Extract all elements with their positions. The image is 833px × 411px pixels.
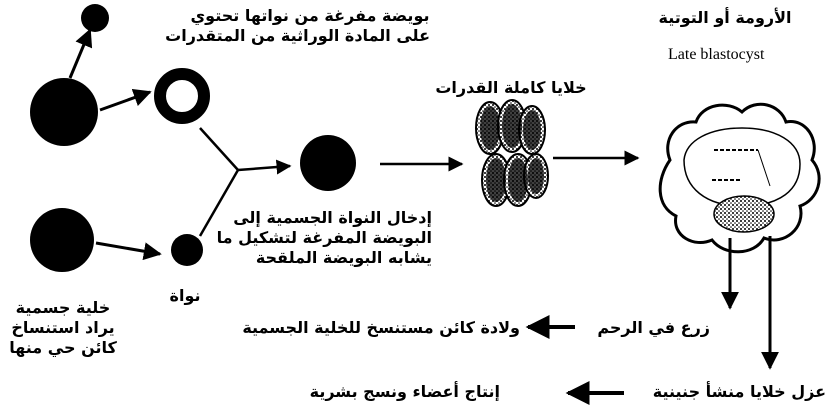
nucleus-transfer-line1: إدخال النواة الجسمية إلى: [233, 208, 432, 227]
label-nucleus: نواة: [169, 286, 201, 305]
blastocyst: [658, 102, 821, 254]
enucleated-egg-line2: على المادة الوراثية من المتقدرات: [165, 26, 430, 45]
nucleus-transfer-line2: البويضة المفرغة لتشكيل ما: [216, 228, 432, 247]
label-enucleated-egg: بويضة مفرغة من نواتها تحتوي على المادة ا…: [165, 6, 430, 46]
enucleated-egg-line1: بويضة مفرغة من نواتها تحتوي: [190, 6, 430, 25]
nucleus: [171, 234, 203, 266]
nucleus-transfer-line3: يشابه البويضة الملقحة: [255, 248, 432, 267]
reconstructed-egg: [300, 135, 356, 191]
arrow-to-zygote: [237, 159, 292, 175]
enucleated-egg: [154, 68, 210, 124]
donor-cell-top: [30, 78, 98, 146]
label-somatic-cell: خلية جسمية يراد استنساخ كائن حي منها: [8, 298, 118, 358]
merge-line-bottom: [198, 169, 240, 237]
merge-line-top: [199, 127, 239, 171]
label-birth-clone: ولادة كائن مستنسخ للخلية الجسمية: [242, 318, 520, 337]
arrow-up-small: [68, 28, 93, 79]
arrow-to-egg: [99, 89, 152, 112]
label-produce-organs: إنتاج أعضاء ونسج بشرية: [309, 382, 500, 401]
label-blastocyst-en: Late blastocyst: [668, 46, 765, 63]
label-totipotent: خلايا كاملة القدرات: [435, 78, 587, 97]
somatic-line1: خلية جسمية: [15, 298, 111, 317]
arrow-to-nucleus: [95, 241, 162, 261]
somatic-line3: كائن حي منها: [9, 338, 117, 357]
small-cell-top: [81, 4, 109, 32]
label-isolate-stem: عزل خلايا منشأ جنينية: [652, 382, 826, 401]
label-blastocyst-ar: الأرومة أو التوتية: [658, 8, 792, 27]
label-implant-uterus: زرع في الرحم: [597, 318, 710, 337]
label-nucleus-transfer: إدخال النواة الجسمية إلى البويضة المفرغة…: [216, 208, 432, 268]
somatic-line2: يراد استنساخ: [11, 318, 115, 337]
somatic-cell: [30, 208, 94, 272]
